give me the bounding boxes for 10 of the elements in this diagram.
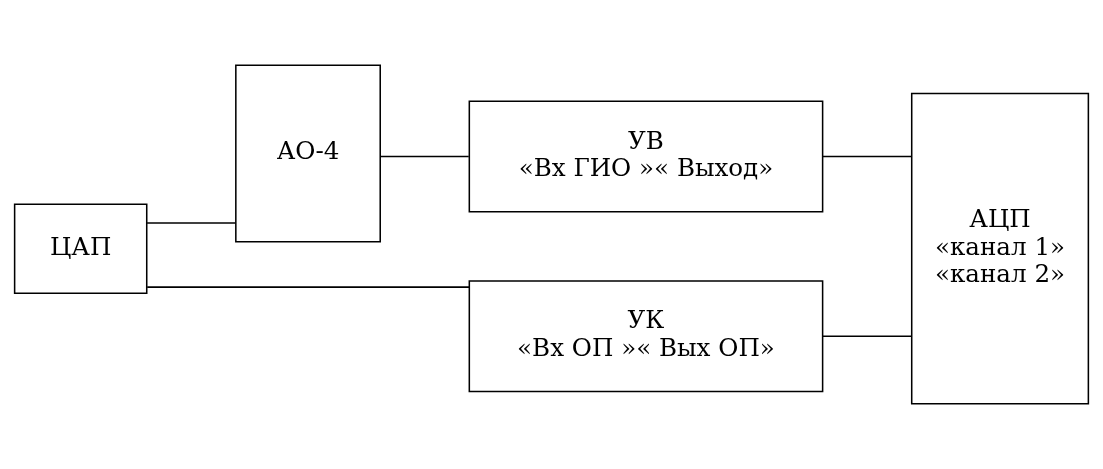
connector [379,155,470,158]
connector [146,222,237,224]
connector [146,286,470,288]
connector [822,155,913,158]
connector [822,335,913,338]
node-box: АО-4 [235,64,381,243]
node-box: ЦАП [13,203,148,295]
node-box: УК «Вх ОП »« Вых ОП» [468,280,824,393]
node-box: АЦП «канал 1» «канал 2» [910,92,1090,405]
node-box: УВ «Вх ГИО »« Выход» [468,100,824,213]
